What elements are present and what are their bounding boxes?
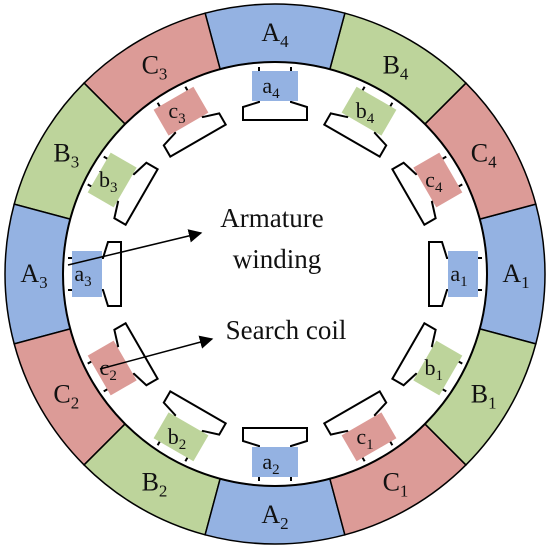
- armature-arrow: [67, 229, 203, 266]
- coil-b2: [153, 412, 209, 462]
- inner-circle: [62, 61, 488, 487]
- coil-body-b1: [413, 340, 463, 396]
- stator-tooth-a4: [242, 67, 308, 121]
- stator-teeth: [68, 67, 482, 481]
- stator-tooth-b1: [391, 321, 463, 393]
- stator-yoke-circle: [62, 61, 488, 487]
- coil-body-b3: [87, 152, 137, 208]
- search-coil-arrow: [99, 335, 214, 370]
- coil-body-a2: [252, 447, 298, 477]
- inner-coils: a1c4b4a4c3b3a3c2b2a2c1b1: [72, 71, 478, 478]
- search-coil-annotation: Search coil: [99, 315, 347, 370]
- coil-body-b4: [341, 86, 397, 136]
- stator-tooth-a2: [242, 427, 308, 481]
- coil-body-a1: [448, 251, 478, 297]
- coil-body-b2: [153, 412, 209, 462]
- stator-tooth-b3: [87, 155, 159, 227]
- coil-body-c1: [341, 412, 397, 462]
- stator-tooth-c3: [156, 86, 228, 158]
- armature-label-line1: Armature: [220, 203, 323, 233]
- coil-a2: [252, 447, 298, 477]
- coil-c1: [341, 412, 397, 462]
- coil-b3: [87, 152, 137, 208]
- coil-a1: [448, 251, 478, 297]
- stator-tooth-b2: [156, 390, 228, 462]
- coil-body-c2: [87, 340, 137, 396]
- coil-c4: [413, 152, 463, 208]
- armature-label-line2: winding: [233, 244, 322, 274]
- ring-label-B2: B2: [142, 468, 168, 501]
- coil-c2: [87, 340, 137, 396]
- stator-tooth-a1: [428, 241, 482, 307]
- coil-b1: [413, 340, 463, 396]
- coil-body-a4: [252, 71, 298, 101]
- stator-tooth-c2: [87, 321, 159, 393]
- coil-body-c3: [153, 86, 209, 136]
- coil-a4: [252, 71, 298, 101]
- stator-tooth-c1: [322, 390, 394, 462]
- search-coil-label: Search coil: [226, 315, 347, 345]
- coil-body-c4: [413, 152, 463, 208]
- coil-b4: [341, 86, 397, 136]
- coil-c3: [153, 86, 209, 136]
- armature-annotation: Armature winding: [67, 203, 324, 274]
- stator-tooth-a3: [68, 241, 122, 307]
- stator-tooth-c4: [391, 155, 463, 227]
- stator-tooth-b4: [322, 86, 394, 158]
